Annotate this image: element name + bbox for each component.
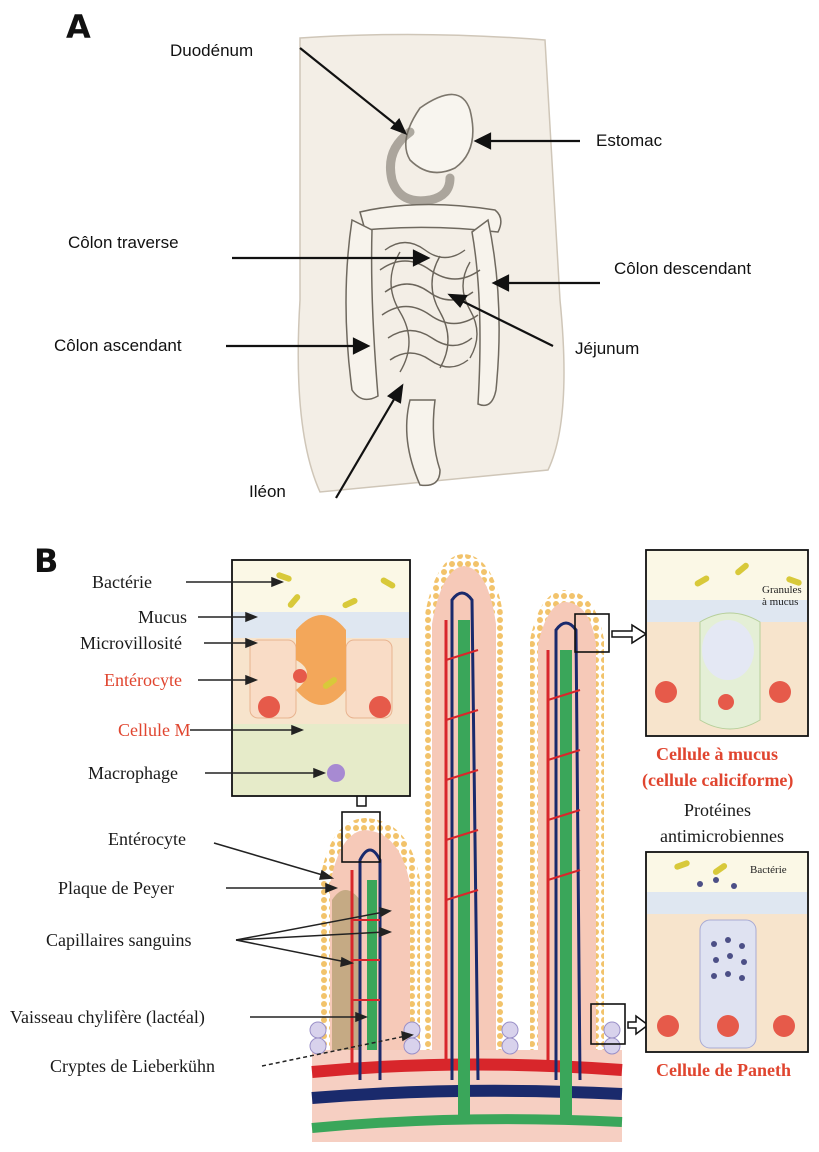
label-microvillosite: Microvillosité — [80, 633, 182, 654]
label-proteines: Protéines — [684, 800, 751, 821]
villus-short — [320, 818, 420, 1080]
label-macrophage: Macrophage — [88, 763, 178, 784]
label-mucus: Mucus — [138, 607, 187, 628]
label-granules-mucus: Granules à mucus — [762, 584, 802, 608]
label-vaisseau-chylifere: Vaisseau chylifère (lactéal) — [10, 1007, 205, 1028]
inset-m-cell — [232, 560, 410, 796]
label-cryptes-de-lieberkuhn: Cryptes de Lieberkühn — [50, 1056, 215, 1077]
label-cellule-m: Cellule M — [118, 720, 191, 741]
label-cellule-caliciforme: (cellule caliciforme) — [642, 770, 793, 791]
label-enterocyte: Entérocyte — [108, 829, 186, 850]
villus-tall-1 — [424, 554, 504, 1120]
label-bacterie-small: Bactérie — [750, 864, 787, 876]
label-plaque-de-peyer: Plaque de Peyer — [58, 878, 174, 899]
label-cellule-a-mucus: Cellule à mucus — [656, 744, 778, 765]
label-capillaires-sanguins: Capillaires sanguins — [46, 930, 191, 951]
inset-paneth-cell — [646, 852, 808, 1052]
villus-tall-2 — [530, 590, 604, 1120]
label-bacterie: Bactérie — [92, 572, 152, 593]
label-antimicrobiennes: antimicrobiennes — [660, 826, 784, 847]
label-cellule-de-paneth: Cellule de Paneth — [656, 1060, 791, 1081]
inset-goblet-cell — [646, 550, 808, 736]
label-enterocyte-inset: Entérocyte — [104, 670, 182, 691]
